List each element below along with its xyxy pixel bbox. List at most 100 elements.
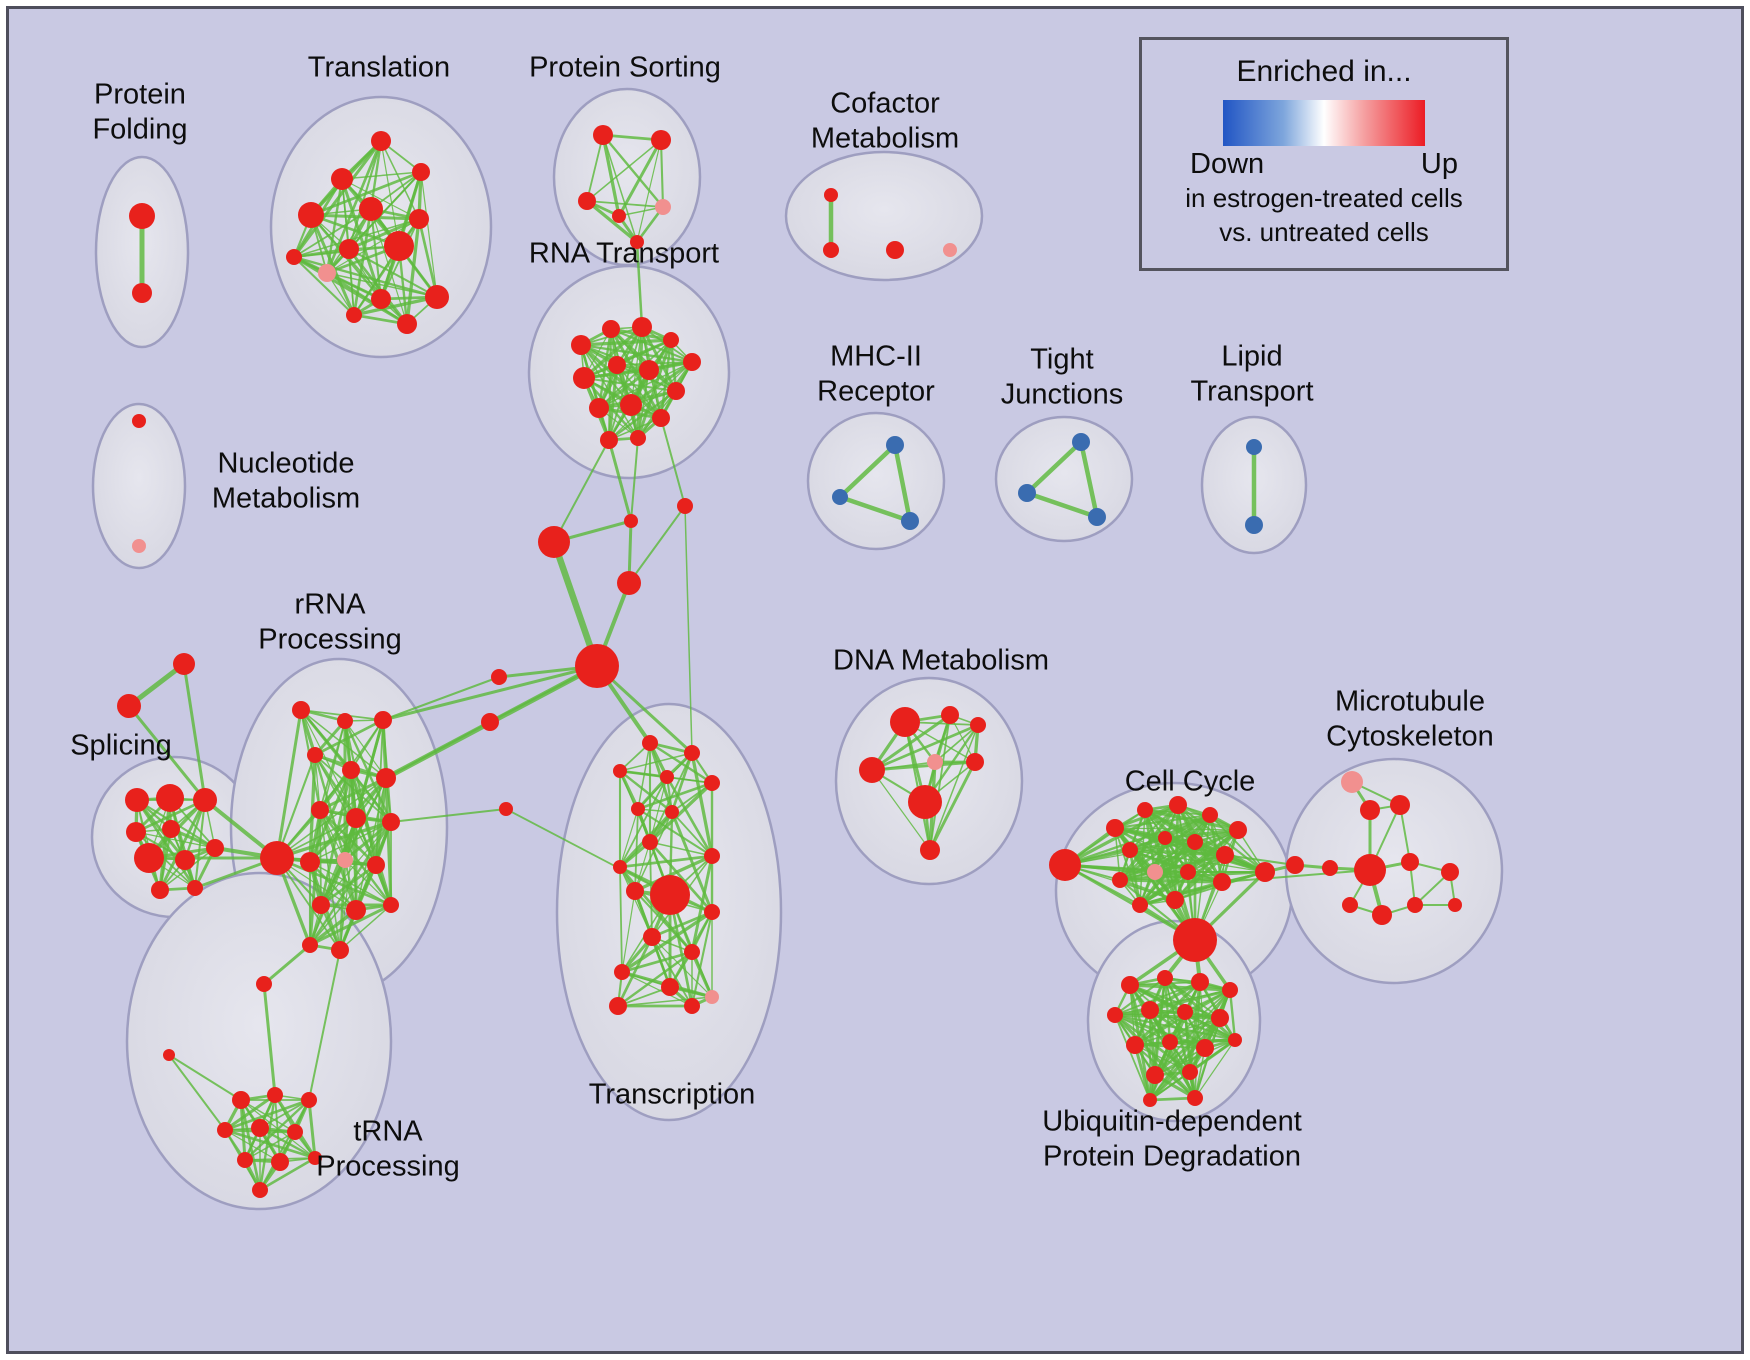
network-edge: [1128, 803, 1180, 852]
network-edge: [1114, 1014, 1151, 1101]
network-edge: [1149, 1071, 1191, 1101]
network-node: [908, 785, 942, 819]
network-node: [639, 360, 659, 380]
network-node: [823, 242, 839, 258]
network-node: [1354, 854, 1386, 886]
network-node: [643, 928, 661, 946]
network-node: [538, 526, 570, 558]
network-edge: [325, 271, 409, 326]
network-node: [1286, 856, 1304, 874]
network-node: [126, 822, 146, 842]
network-edge: [602, 134, 638, 243]
network-node: [311, 801, 329, 819]
network-edge: [344, 720, 387, 779]
network-node: [613, 764, 627, 778]
network-edge: [417, 217, 439, 299]
network-node: [162, 820, 180, 838]
network-node: [1322, 860, 1338, 876]
network-node: [260, 841, 294, 875]
network-node: [652, 409, 670, 427]
network-node: [1390, 795, 1410, 815]
network-node: [267, 1087, 283, 1103]
network-edge: [636, 807, 714, 858]
network-node: [704, 848, 720, 864]
network-node: [125, 788, 149, 812]
network-node: [1196, 1039, 1214, 1057]
network-node: [684, 998, 700, 1014]
network-edge: [619, 752, 693, 772]
network-edge: [607, 363, 619, 442]
network-edge: [381, 664, 599, 722]
network-edge: [314, 754, 377, 866]
network-node: [346, 307, 362, 323]
network-node: [1049, 849, 1081, 881]
network-edge: [1153, 840, 1197, 874]
network-node: [1191, 973, 1209, 991]
network-node: [612, 209, 626, 223]
network-edge: [293, 208, 372, 258]
network-node: [339, 239, 359, 259]
network-edge: [1024, 439, 1084, 496]
network-edge: [244, 1131, 296, 1161]
network-edge: [1163, 976, 1172, 1044]
network-node: [287, 1124, 303, 1140]
network-node: [704, 775, 720, 791]
network-node: [1158, 831, 1172, 845]
network-node: [1126, 1036, 1144, 1054]
network-edge: [617, 996, 713, 1007]
network-node: [256, 976, 272, 992]
network-node: [342, 761, 360, 779]
network-node: [425, 285, 449, 309]
network-edge: [382, 676, 500, 721]
network-node: [943, 243, 957, 257]
network-edge: [262, 982, 277, 1097]
network-node: [271, 1153, 289, 1171]
network-edge: [158, 798, 207, 892]
network-edge: [258, 1126, 317, 1160]
network-edge: [586, 200, 664, 208]
network-edge: [275, 708, 303, 860]
network-node: [571, 335, 591, 355]
network-node: [1112, 872, 1128, 888]
network-edge: [660, 417, 686, 507]
network-edge: [1134, 1011, 1186, 1046]
network-node: [1106, 819, 1124, 837]
network-node: [331, 941, 349, 959]
network-node: [1187, 1090, 1203, 1106]
network-node: [650, 875, 690, 915]
network-edge: [633, 889, 694, 954]
network-edge: [1114, 981, 1201, 1016]
network-edge: [182, 662, 207, 802]
network-node: [927, 754, 943, 770]
network-edge: [870, 713, 952, 772]
network-node: [371, 289, 391, 309]
network-node: [129, 203, 155, 229]
network-node: [346, 808, 366, 828]
legend-gradient-bar: [1223, 100, 1425, 146]
network-node: [292, 701, 310, 719]
network-edge: [420, 171, 438, 298]
network-node: [663, 332, 679, 348]
network-edge: [313, 718, 385, 757]
network-edge: [651, 936, 693, 1007]
network-node: [206, 839, 224, 857]
network-edge: [300, 709, 357, 819]
network-node: [1107, 1007, 1123, 1023]
network-node: [1187, 834, 1203, 850]
network-node: [1245, 516, 1263, 534]
network-edge: [615, 338, 673, 367]
network-edge: [690, 751, 714, 858]
network-edge: [597, 368, 651, 410]
network-node: [286, 249, 302, 265]
network-node: [614, 964, 630, 980]
network-edge: [309, 821, 392, 863]
network-edge: [341, 171, 422, 180]
network-edge: [1064, 809, 1146, 866]
network-edge: [385, 721, 491, 779]
network-node: [1143, 1093, 1157, 1107]
network-node: [173, 653, 195, 675]
legend-title: Enriched in...: [1236, 55, 1412, 88]
network-node: [499, 802, 513, 816]
